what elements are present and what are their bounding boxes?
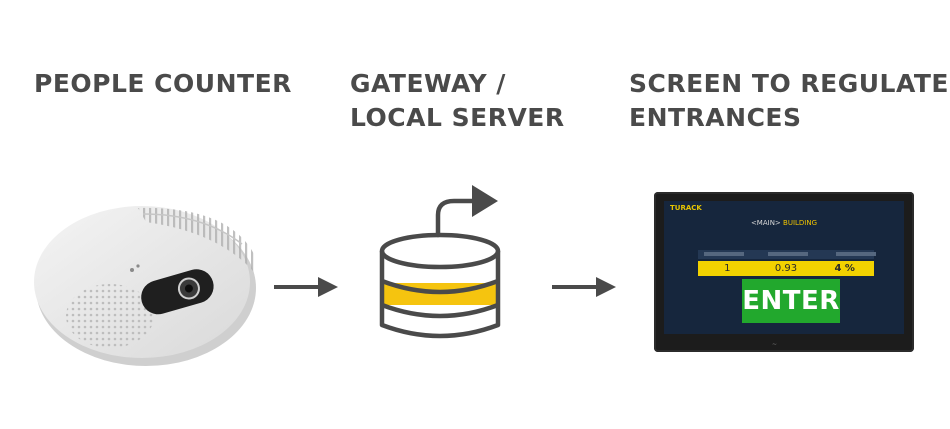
screen-value-row: 1 0.93 4 %	[698, 261, 874, 276]
screen-brand-mark: ~	[772, 341, 778, 348]
entrance-display-screen: TURACK <MAIN> BUILDING 1 0.93 4 % ENTER …	[654, 192, 914, 352]
screen-logo: TURACK	[670, 204, 702, 212]
screen-building-prefix: <MAIN>	[750, 219, 781, 227]
label-people-counter-text: PEOPLE COUNTER	[34, 69, 292, 98]
label-gateway-line2: LOCAL SERVER	[350, 103, 565, 132]
arrow-right-icon	[274, 277, 338, 297]
people-counter-sensor-icon	[34, 206, 256, 366]
screen-building-title: <MAIN> BUILDING	[664, 219, 904, 227]
screen-header-row	[698, 250, 876, 259]
label-gateway-line1: GATEWAY /	[350, 69, 506, 98]
arrow-right-icon	[552, 277, 616, 297]
database-server-icon	[379, 185, 501, 339]
screen-value-ratio: 0.93	[774, 263, 798, 274]
label-people-counter: PEOPLE COUNTER	[34, 67, 292, 101]
screen-enter-status: ENTER	[742, 279, 840, 323]
label-screen: SCREEN TO REGULATE ENTRANCES	[629, 67, 949, 135]
screen-building-name: BUILDING	[783, 219, 818, 227]
screen-value-percent: 4 %	[834, 263, 855, 274]
screen-display: TURACK <MAIN> BUILDING 1 0.93 4 % ENTER	[664, 201, 904, 334]
label-screen-line2: ENTRANCES	[629, 103, 802, 132]
screen-value-count: 1	[724, 263, 731, 274]
label-gateway: GATEWAY / LOCAL SERVER	[350, 67, 565, 135]
label-screen-line1: SCREEN TO REGULATE	[629, 69, 950, 98]
